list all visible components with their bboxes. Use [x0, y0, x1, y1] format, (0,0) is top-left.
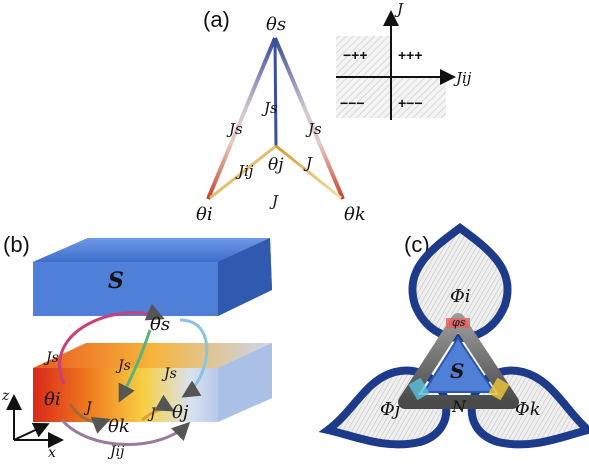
axis-x-label: x	[48, 445, 56, 461]
sign-top-left: −++	[343, 47, 368, 63]
quadrant-hatch-bottom-left	[336, 77, 391, 118]
coupling-b-js-left: Js	[43, 350, 59, 366]
node-theta-j: θj	[268, 155, 284, 175]
arc-j-right	[141, 394, 175, 422]
axis-diag	[13, 422, 50, 441]
bottom-block-side	[218, 343, 272, 422]
junction-top	[446, 318, 470, 328]
spoke-left	[209, 144, 277, 200]
top-block-face	[33, 238, 270, 262]
quadrant-hatch-bottom-right	[391, 77, 446, 118]
sign-bottom-left: −−−	[340, 95, 365, 111]
panel-b: (b) S θs θi θk θj Js Js Js J J Jij z	[1, 232, 272, 461]
node-b-theta-j: θj	[172, 402, 189, 423]
loop-label-k: Φk	[515, 399, 541, 420]
quadrant-hatch-top-left	[336, 36, 391, 77]
spoke-right	[275, 144, 342, 200]
junction-left	[408, 377, 430, 401]
sign-bottom-right: +−−	[398, 95, 423, 111]
node-b-theta-s: θs	[150, 314, 170, 335]
edge-right-js	[273, 37, 345, 200]
edge-label-right: Js	[305, 120, 322, 138]
sign-top-right: +++	[398, 47, 423, 63]
junction-right	[488, 377, 510, 401]
panel-a-label: (a)	[203, 7, 230, 32]
quadrant-x-label: Jij	[453, 69, 472, 87]
arc-j-left	[68, 403, 111, 434]
center-superconductor	[422, 336, 496, 393]
panel-b-label: (b)	[3, 232, 30, 257]
loop-label-i: Φi	[450, 286, 471, 307]
node-b-theta-i: θi	[44, 389, 61, 410]
arc-js-middle	[118, 329, 152, 403]
coupling-b-jij: Jij	[107, 444, 125, 460]
axis-z-label: z	[1, 388, 10, 404]
arc-js-right	[179, 318, 209, 398]
superconductor-symbol-b: S	[108, 268, 124, 294]
panel-c: (c) Φi Φj Φk S φs N	[318, 223, 589, 449]
arc-js-left	[58, 303, 165, 385]
top-block-side	[218, 238, 272, 316]
phi-s-label: φs	[452, 316, 466, 329]
edge-left-js	[206, 37, 277, 200]
top-block-front	[33, 262, 218, 316]
spoke-vertical	[273, 37, 278, 147]
arc-jij	[60, 419, 191, 446]
quadrant-diagram: J Jij −++ +++ −−− +−−	[336, 0, 472, 120]
panel-a: (a) θs θi θk θj Js Js J Js Jij J J Jij −…	[196, 0, 472, 225]
coupling-b-js-right: Js	[161, 366, 177, 382]
ring-triangle	[398, 313, 519, 409]
center-symbol: S	[450, 359, 464, 383]
bottom-label-n: N	[451, 397, 467, 416]
coupling-b-js-mid: Js	[115, 358, 131, 374]
edge-label-bottom: J	[269, 192, 279, 210]
loop-label-j: Φj	[380, 399, 401, 420]
coupling-b-j-right: J	[147, 406, 157, 422]
node-theta-k: θk	[344, 204, 366, 225]
node-theta-s: θs	[266, 14, 286, 35]
loop-i	[408, 223, 512, 343]
edge-label-left: Js	[226, 120, 243, 138]
edge-label-center-vertical: Js	[261, 99, 278, 117]
edge-label-center-left: Jij	[235, 162, 254, 180]
node-theta-i: θi	[196, 204, 213, 225]
quadrant-y-label: J	[394, 0, 404, 18]
node-b-theta-k: θk	[108, 416, 130, 437]
edge-label-center-right: J	[303, 154, 313, 172]
coupling-b-j-left: J	[83, 400, 93, 416]
